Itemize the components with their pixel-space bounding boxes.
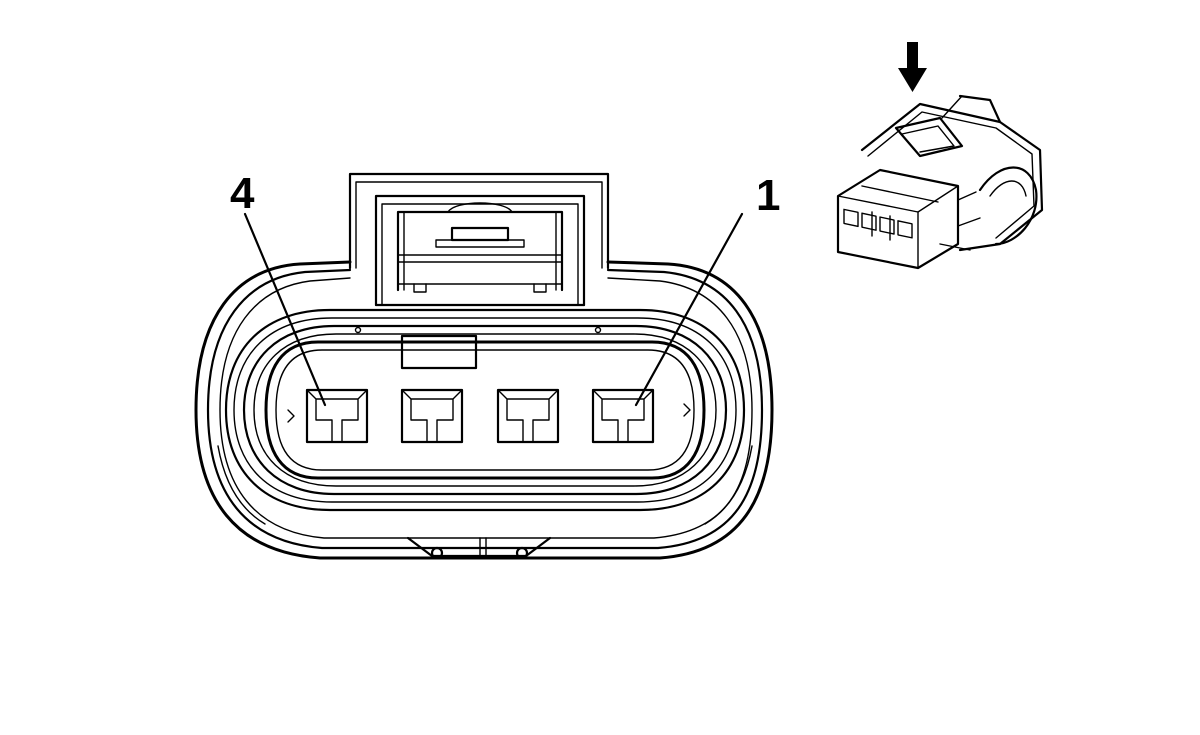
- pin-terminal-2: [496, 388, 560, 444]
- pin-terminal-3: [400, 388, 464, 444]
- connector-isometric-icon: [836, 94, 1044, 270]
- pin-label-1: 1: [756, 171, 780, 220]
- down-arrow-icon: [898, 42, 927, 92]
- connector-thumbnail: [836, 42, 1044, 270]
- outer-shell: [194, 260, 774, 560]
- locking-latch: [348, 172, 610, 307]
- pin-cavity-insert: [264, 334, 706, 480]
- pin-terminal-1: [591, 388, 655, 444]
- pin-1-leader-line: [634, 212, 744, 407]
- inner-seal: [224, 308, 746, 512]
- bottom-key: [406, 536, 552, 560]
- pin-4-leader-line: [243, 212, 327, 407]
- connector-face-view: 4 1: [194, 169, 780, 560]
- pin-terminal-4: [305, 388, 369, 444]
- pin-label-4: 4: [230, 169, 255, 218]
